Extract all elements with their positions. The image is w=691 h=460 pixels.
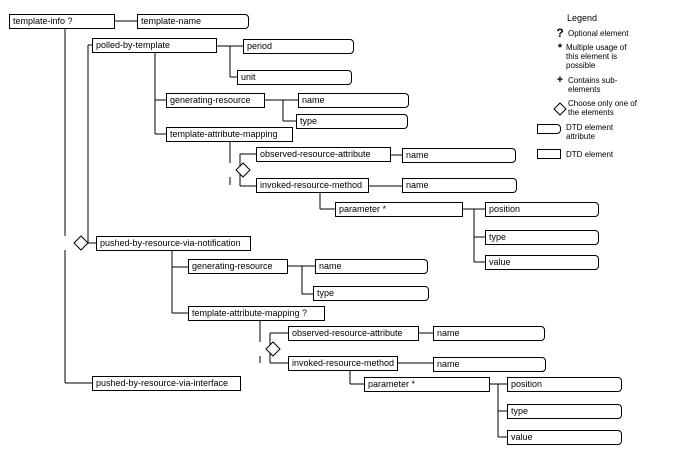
node-template-attribute-mapping-2: template-attribute-mapping ? bbox=[188, 306, 325, 321]
legend-attribute-box bbox=[537, 124, 561, 134]
legend-choice-diamond-icon bbox=[553, 102, 567, 116]
legend-optional-text: Optional element bbox=[568, 29, 629, 38]
node-name-3: name bbox=[402, 178, 517, 193]
node-polled-by-template: polled-by-template bbox=[92, 38, 217, 53]
node-pushed-by-resource-via-notification: pushed-by-resource-via-notification bbox=[96, 236, 251, 251]
node-type-3: type bbox=[313, 286, 429, 301]
node-template-attribute-mapping-1: template-attribute-mapping bbox=[166, 127, 293, 142]
node-type-1: type bbox=[296, 114, 408, 129]
legend-attribute-text: DTD element attribute bbox=[566, 123, 614, 141]
choice-diamond-mapping-1 bbox=[235, 162, 251, 178]
node-unit: unit bbox=[237, 70, 352, 85]
node-pushed-by-resource-via-interface: pushed-by-resource-via-interface bbox=[92, 376, 241, 391]
node-name-1: name bbox=[298, 93, 409, 108]
legend-contains-icon: + bbox=[556, 74, 564, 86]
legend-optional-icon: ? bbox=[556, 26, 564, 40]
legend-choose-text: Choose only one of the elements bbox=[568, 99, 637, 117]
node-name-2: name bbox=[402, 148, 516, 163]
node-name-5: name bbox=[433, 326, 545, 341]
node-name-6: name bbox=[433, 357, 546, 372]
node-invoked-resource-method-1: invoked-resource-method bbox=[256, 178, 369, 193]
node-invoked-resource-method-2: invoked-resource-method bbox=[288, 356, 398, 371]
legend-element-box bbox=[537, 149, 561, 159]
node-value-1: value bbox=[485, 255, 599, 270]
node-period: period bbox=[243, 39, 354, 54]
legend-multiple-text: Multiple usage of this element is possib… bbox=[566, 43, 627, 70]
node-generating-resource-2: generating-resource bbox=[188, 259, 288, 274]
node-observed-resource-attribute-1: observed-resource-attribute bbox=[256, 147, 391, 162]
choice-diamond-root bbox=[73, 235, 89, 251]
legend-contains-text: Contains sub-elements bbox=[568, 76, 618, 94]
choice-diamond-mapping-2 bbox=[265, 341, 281, 357]
node-type-4: type bbox=[507, 404, 622, 419]
node-name-4: name bbox=[315, 259, 428, 274]
legend-multiple-icon: * bbox=[557, 42, 563, 54]
node-position-1: position bbox=[485, 202, 599, 217]
legend-title: Legend bbox=[567, 13, 598, 23]
node-value-2: value bbox=[507, 430, 622, 445]
node-position-2: position bbox=[507, 377, 622, 392]
node-generating-resource-1: generating-resource bbox=[166, 93, 265, 108]
node-parameter-2: parameter * bbox=[364, 377, 490, 392]
node-parameter-1: parameter * bbox=[335, 202, 463, 217]
node-type-2: type bbox=[485, 230, 599, 245]
legend-element-text: DTD element bbox=[566, 150, 614, 159]
node-observed-resource-attribute-2: observed-resource-attribute bbox=[288, 326, 419, 341]
node-template-name: template-name bbox=[137, 14, 249, 29]
node-template-info: template-info ? bbox=[9, 14, 115, 29]
